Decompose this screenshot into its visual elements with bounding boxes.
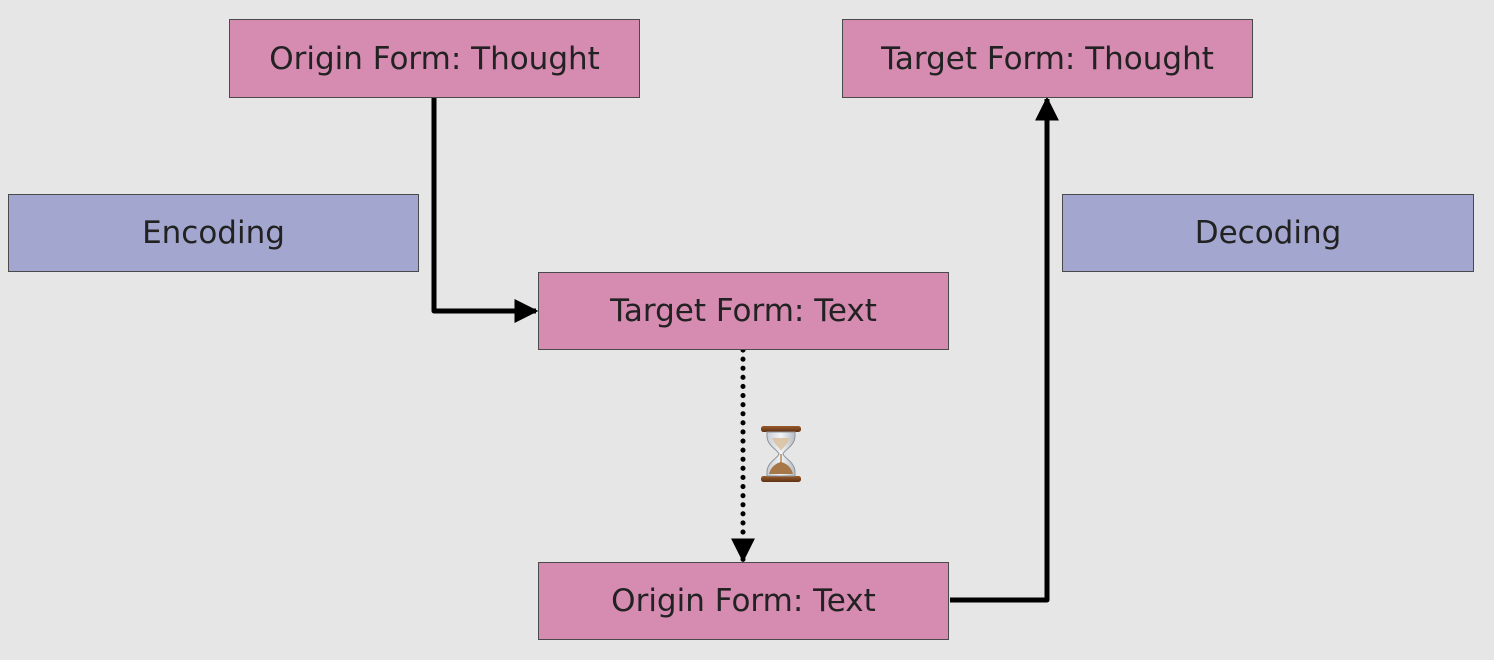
node-target-form-text: Target Form: Text	[538, 272, 949, 350]
node-target-form-text-label: Target Form: Text	[610, 293, 877, 329]
node-origin-form-thought: Origin Form: Thought	[229, 19, 640, 98]
node-encoding-label: Encoding	[142, 215, 285, 251]
edge-origin-thought-to-target-text	[431, 97, 539, 323]
node-decoding: Decoding	[1062, 194, 1474, 272]
node-origin-form-text: Origin Form: Text	[538, 562, 949, 640]
node-decoding-label: Decoding	[1194, 215, 1342, 251]
node-target-form-thought-label: Target Form: Thought	[881, 40, 1214, 77]
node-target-form-thought: Target Form: Thought	[842, 19, 1253, 98]
node-origin-form-text-label: Origin Form: Text	[611, 583, 876, 619]
node-origin-form-thought-label: Origin Form: Thought	[269, 40, 600, 77]
edge-origin-text-to-target-thought	[950, 96, 1059, 603]
hourglass-icon	[761, 426, 801, 482]
node-encoding: Encoding	[8, 194, 419, 272]
